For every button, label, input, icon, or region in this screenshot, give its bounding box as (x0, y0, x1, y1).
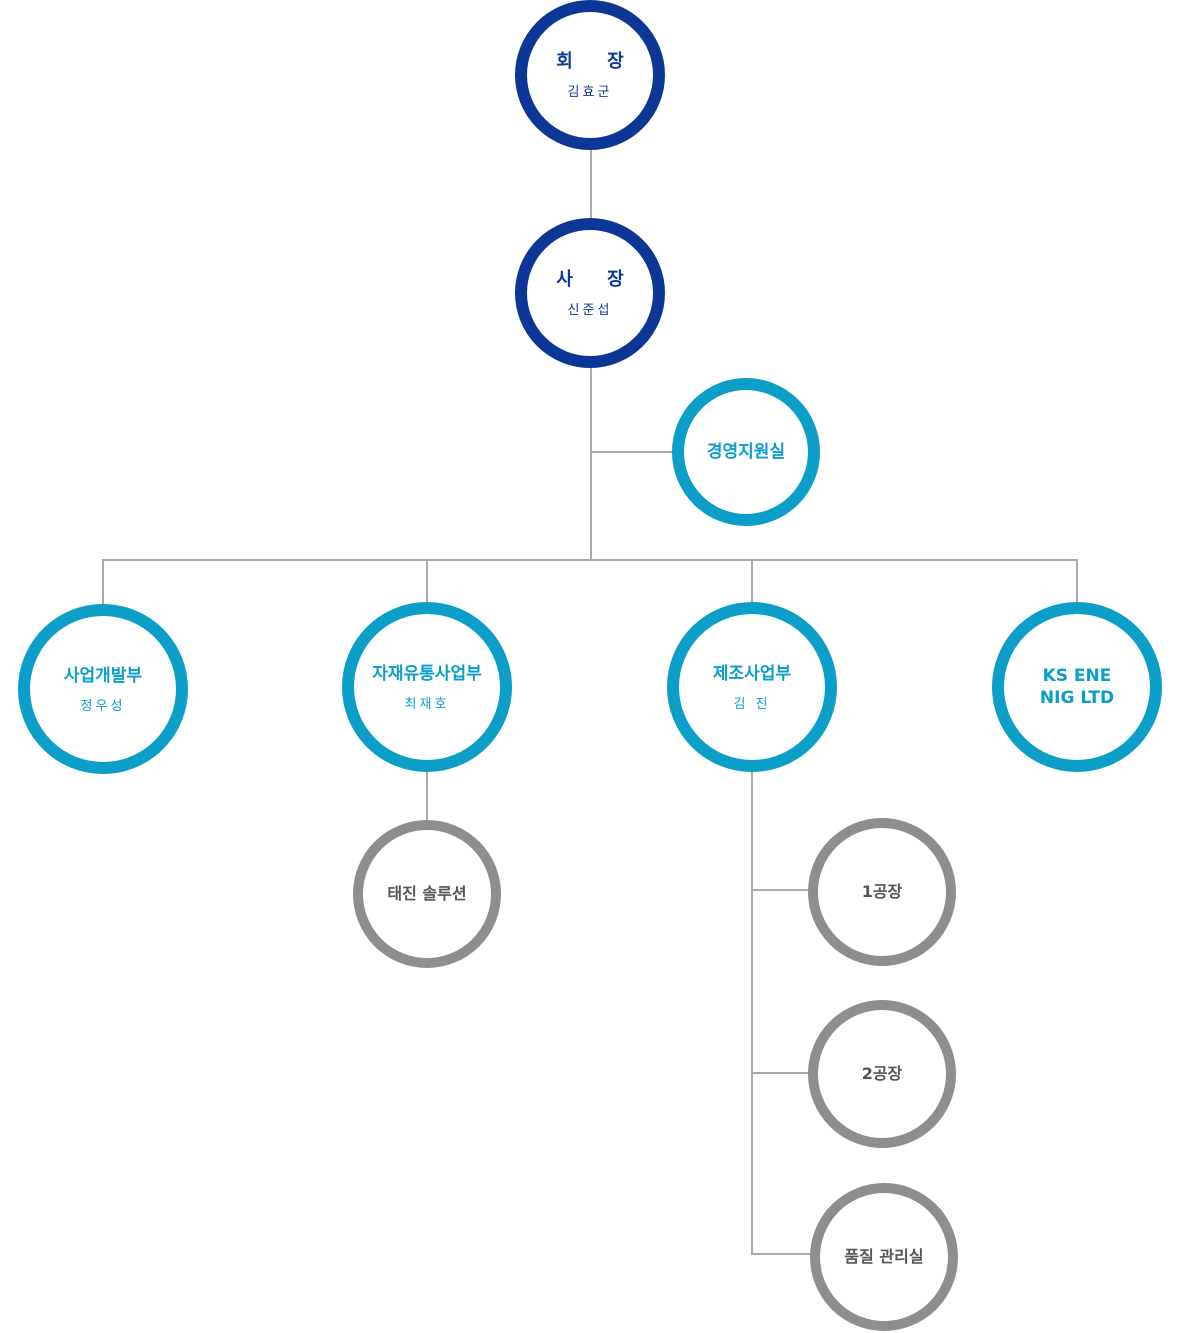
chairman-title: 회 장 (556, 50, 638, 72)
dept-ks-node: KS ENE NIG LTD (992, 602, 1162, 772)
dept-materials-title: 자재유통사업부 (372, 663, 482, 684)
chairman-node: 회 장 김효군 (515, 0, 665, 150)
sub-quality-title: 품질 관리실 (844, 1247, 924, 1266)
connector-materials-taejin (426, 770, 428, 822)
management-title: 경영지원실 (706, 442, 786, 462)
connector-dept-materials (426, 559, 428, 605)
sub-taejin-title: 태진 솔루션 (387, 884, 467, 903)
sub-taejin-node: 태진 솔루션 (353, 820, 501, 968)
president-node: 사 장 신준섭 (515, 218, 665, 368)
connector-manufacturing-trunk (751, 770, 753, 1255)
dept-manufacturing-name: 김 진 (733, 696, 771, 712)
president-title: 사 장 (556, 268, 638, 290)
sub-factory1-node: 1공장 (808, 818, 956, 966)
dept-business-node: 사업개발부 정우성 (18, 604, 188, 774)
connector-dept-ks (1076, 559, 1078, 605)
dept-manufacturing-node: 제조사업부 김 진 (667, 602, 837, 772)
sub-factory1-title: 1공장 (861, 882, 903, 901)
connector-dept-bus (102, 559, 1078, 561)
president-name: 신준섭 (567, 302, 613, 318)
dept-materials-name: 최재호 (404, 696, 450, 712)
dept-ks-title-line2: NIG LTD (1039, 688, 1115, 708)
connector-management-branch (591, 451, 673, 453)
sub-factory2-title: 2공장 (861, 1064, 903, 1083)
connector-dept-manufacturing (751, 559, 753, 605)
sub-factory2-node: 2공장 (808, 1000, 956, 1148)
management-node: 경영지원실 (672, 378, 820, 526)
dept-ks-title-line1: KS ENE (1042, 666, 1112, 686)
sub-quality-node: 품질 관리실 (810, 1183, 958, 1331)
dept-business-name: 정우성 (80, 698, 126, 714)
dept-business-title: 사업개발부 (63, 665, 143, 686)
connector-factory2-branch (752, 1072, 810, 1074)
connector-factory1-branch (752, 889, 810, 891)
connector-chairman-president (590, 148, 592, 220)
connector-quality-branch (752, 1253, 812, 1255)
chairman-name: 김효군 (567, 84, 613, 100)
dept-materials-node: 자재유통사업부 최재호 (342, 602, 512, 772)
dept-manufacturing-title: 제조사업부 (712, 663, 792, 684)
connector-president-trunk (590, 366, 592, 560)
connector-dept-business (102, 559, 104, 607)
